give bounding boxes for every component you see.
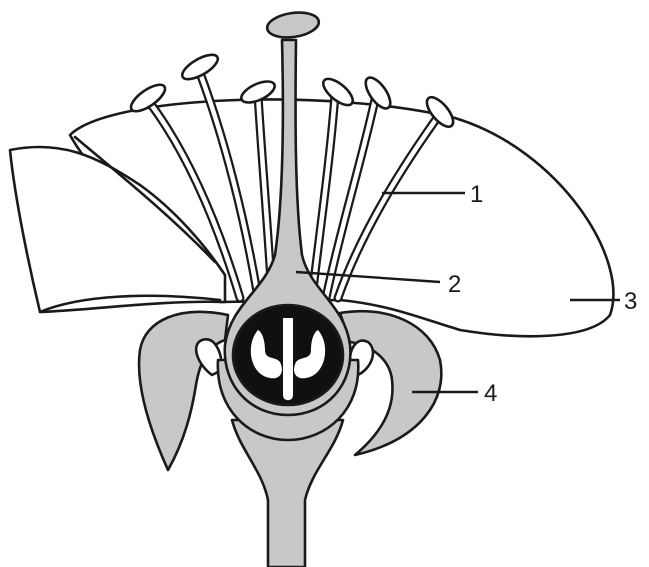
sepal-left: [139, 312, 228, 470]
label-2: 2: [448, 271, 461, 298]
label-1: 1: [470, 181, 483, 208]
label-3: 3: [624, 288, 637, 315]
label-4: 4: [484, 380, 497, 407]
ovule-center: [283, 318, 293, 400]
pedicel: [232, 420, 343, 567]
stigma: [266, 9, 321, 40]
